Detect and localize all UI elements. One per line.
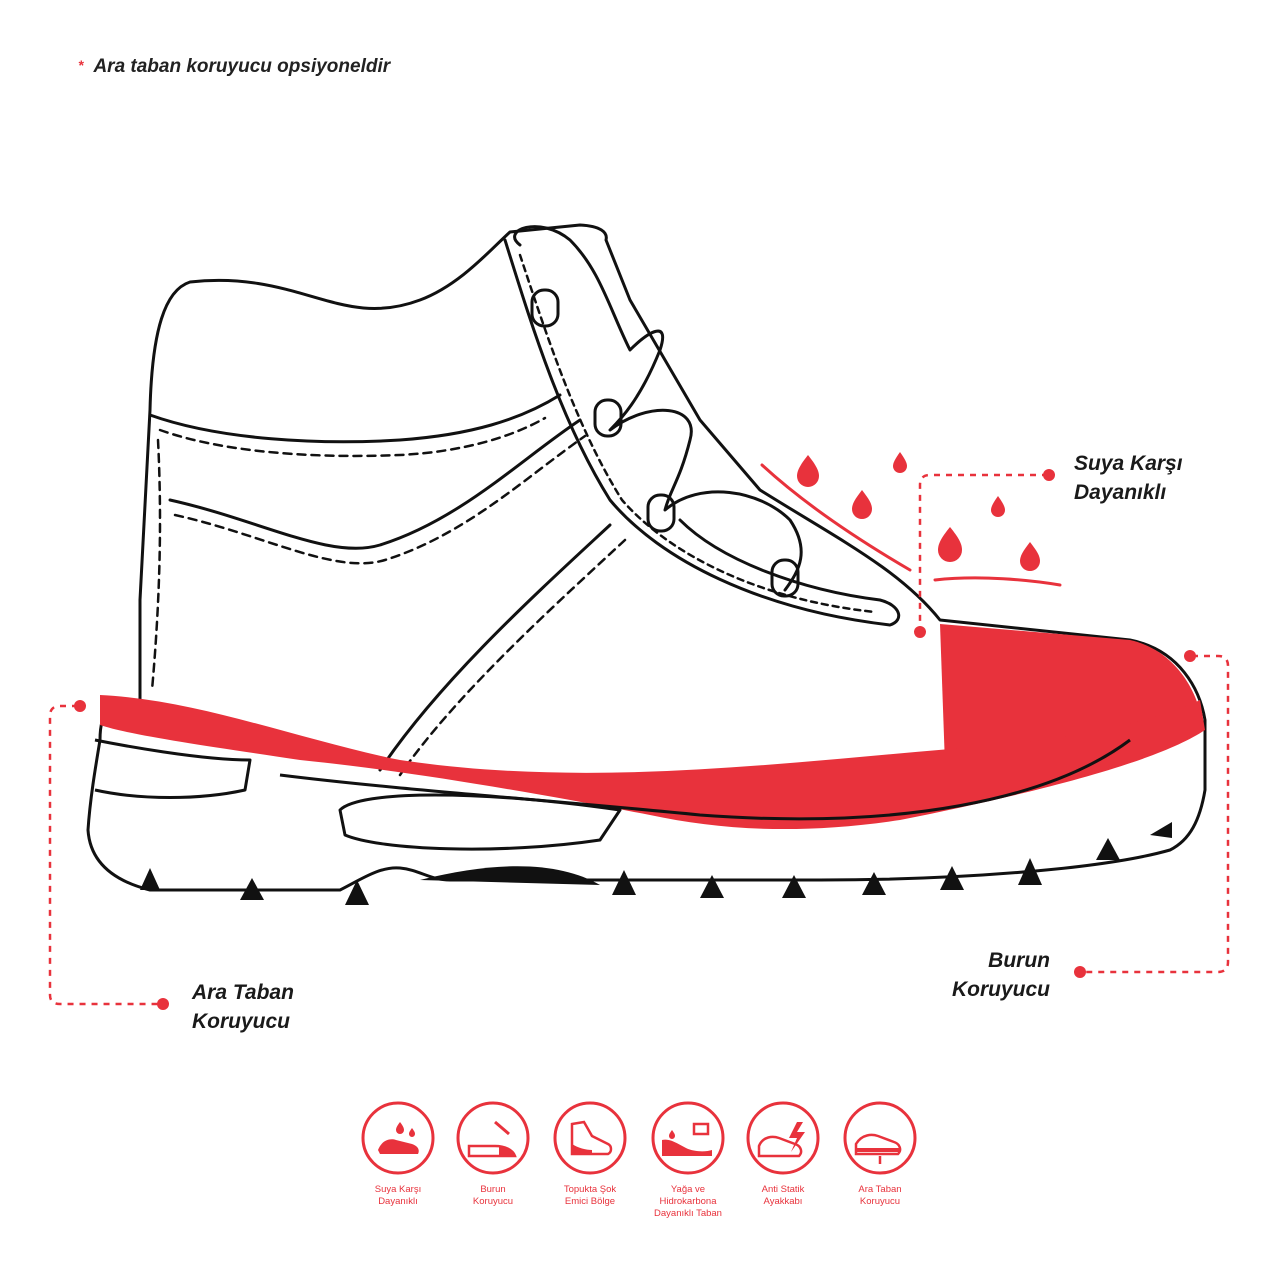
lug	[700, 875, 724, 898]
feature-label: Ara Taban Koruyucu	[830, 1184, 930, 1208]
label-line: Yağa ve	[638, 1184, 738, 1196]
callout-line: Burun	[930, 946, 1050, 975]
water-resistant-icon	[360, 1100, 436, 1176]
toe-cap-icon	[455, 1100, 531, 1176]
feature-midsole: Ara Taban Koruyucu	[830, 1100, 930, 1208]
feature-toe: Burun Koruyucu	[443, 1100, 543, 1208]
oil-resistant-icon	[650, 1100, 726, 1176]
feature-icon-row: Suya Karşı Dayanıklı Burun Koruyucu Topu…	[348, 1100, 948, 1240]
feature-label: Yağa ve Hidrokarbona Dayanıklı Taban	[638, 1184, 738, 1220]
dot-midsole-end	[157, 998, 169, 1010]
lug	[420, 866, 600, 885]
callout-line: Suya Karşı	[1074, 449, 1183, 478]
quarter-line	[380, 525, 610, 770]
feature-label: Topukta Şok Emici Bölge	[540, 1184, 640, 1208]
drop-icon	[797, 455, 819, 487]
label-line: Anti Statik	[733, 1184, 833, 1196]
label-line: Hidrokarbona	[638, 1196, 738, 1208]
feature-oil: Yağa ve Hidrokarbona Dayanıklı Taban	[638, 1100, 738, 1220]
water-drops	[797, 452, 1040, 571]
callout-line: Ara Taban	[192, 978, 294, 1007]
lace	[515, 227, 802, 590]
label-line: Burun	[443, 1184, 543, 1196]
drop-icon	[991, 496, 1005, 517]
dot-midsole	[74, 700, 86, 712]
feature-label: Suya Karşı Dayanıklı	[348, 1184, 448, 1208]
eyelet-2	[595, 400, 621, 436]
lug	[1150, 822, 1172, 838]
label-line: Topukta Şok	[540, 1184, 640, 1196]
lug	[140, 868, 160, 890]
dot-toe	[1184, 650, 1196, 662]
callout-line: Dayanıklı	[1074, 478, 1183, 507]
boot-illustration	[0, 0, 1280, 1080]
label-line: Ayakkabı	[733, 1196, 833, 1208]
feature-antistatic: Anti Statik Ayakkabı	[733, 1100, 833, 1208]
feature-label: Burun Koruyucu	[443, 1184, 543, 1208]
midsole-icon	[842, 1100, 918, 1176]
callout-midsole: Ara Taban Koruyucu	[192, 978, 294, 1036]
drop-icon	[1020, 542, 1040, 571]
callout-line: Koruyucu	[930, 975, 1050, 1004]
splash-line	[935, 578, 1060, 585]
label-line: Emici Bölge	[540, 1196, 640, 1208]
label-line: Suya Karşı	[348, 1184, 448, 1196]
antistatic-icon	[745, 1100, 821, 1176]
lug	[782, 875, 806, 898]
feature-water: Suya Karşı Dayanıklı	[348, 1100, 448, 1208]
eyelet-3	[648, 495, 674, 531]
label-line: Koruyucu	[443, 1196, 543, 1208]
lug	[345, 880, 369, 905]
drop-icon	[893, 452, 907, 473]
tread-lugs	[140, 822, 1172, 905]
lug	[612, 870, 636, 895]
heel-stitch	[152, 440, 160, 690]
callout-toe-cap: Burun Koruyucu	[930, 946, 1050, 1004]
callout-water-resistant: Suya Karşı Dayanıklı	[1074, 449, 1183, 507]
feature-heel: Topukta Şok Emici Bölge	[540, 1100, 640, 1208]
label-line: Dayanıklı Taban	[638, 1208, 738, 1220]
lug	[862, 872, 886, 895]
leader-midsole	[50, 706, 160, 1004]
dot-water	[1043, 469, 1055, 481]
dot-water-end	[914, 626, 926, 638]
drop-icon	[852, 490, 872, 519]
drop-icon	[938, 527, 962, 562]
collar-stitch	[160, 418, 545, 456]
callout-line: Koruyucu	[192, 1007, 294, 1036]
heel-shock-icon	[552, 1100, 628, 1176]
lug	[1096, 838, 1120, 860]
feature-label: Anti Statik Ayakkabı	[733, 1184, 833, 1208]
dot-toe-end	[1074, 966, 1086, 978]
splash-line	[762, 465, 910, 570]
label-line: Ara Taban	[830, 1184, 930, 1196]
label-line: Koruyucu	[830, 1196, 930, 1208]
collar-line	[150, 395, 560, 442]
quarter-stitch	[400, 540, 625, 775]
label-line: Dayanıklı	[348, 1196, 448, 1208]
eyelet-1	[532, 290, 558, 326]
